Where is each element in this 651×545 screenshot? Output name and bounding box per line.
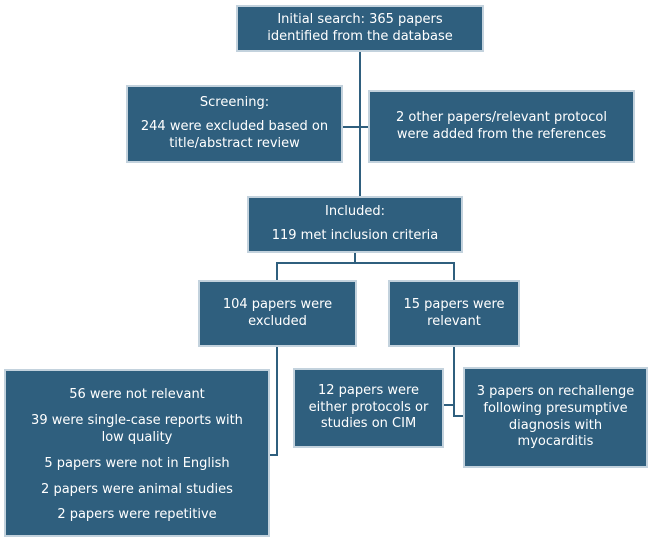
relevant-15-text: 15 papers were relevant: [403, 296, 505, 329]
exclusion-reason: 2 papers were repetitive: [57, 507, 217, 523]
exclusion-reason: 2 papers were animal studies: [41, 481, 233, 497]
connector-branch-horizontal: [276, 262, 455, 264]
exclusion-reason: 5 papers were not in English: [44, 455, 230, 471]
connector-branch-left-stub: [276, 262, 278, 280]
box-screening-excluded: Screening: 244 were excluded based on ti…: [126, 85, 343, 163]
connector-initial-to-included: [359, 52, 361, 196]
box-included: Included: 119 met inclusion criteria: [247, 196, 463, 253]
connector-reasons-foot: [269, 454, 278, 456]
box-added-from-references: 2 other papers/relevant protocol were ad…: [368, 90, 635, 163]
protocols-cim-text: 12 papers were either protocols or studi…: [308, 382, 429, 432]
included-body: 119 met inclusion criteria: [271, 228, 439, 243]
box-exclusion-reasons: 56 were not relevant 39 were single-case…: [4, 369, 270, 537]
excluded-104-text: 104 papers were excluded: [222, 296, 333, 329]
screening-title: Screening:: [199, 95, 270, 111]
connector-relevant-down: [453, 347, 455, 417]
exclusion-reason: 39 were single-case reports with low qua…: [31, 412, 243, 445]
box-protocols-cim-12: 12 papers were either protocols or studi…: [293, 368, 444, 448]
connector-to-cim: [443, 404, 455, 406]
box-initial-search: Initial search: 365 papers identified fr…: [236, 5, 484, 52]
exclusion-reason: 56 were not relevant: [69, 387, 205, 402]
box-rechallenge-3: 3 papers on rechallenge following presum…: [463, 367, 648, 468]
connector-excluded-to-reasons: [276, 347, 278, 456]
screening-body: 244 were excluded based on title/abstrac…: [140, 119, 329, 151]
connector-branch-right-stub: [453, 262, 455, 280]
connector-included-stub: [354, 253, 356, 263]
connector-to-rechallenge: [453, 415, 465, 417]
connector-screening-added-cross: [343, 126, 368, 128]
rechallenge-text: 3 papers on rechallenge following presum…: [476, 383, 635, 450]
included-title: Included:: [325, 204, 385, 220]
box-relevant-15: 15 papers were relevant: [388, 280, 520, 347]
added-from-references-text: 2 other papers/relevant protocol were ad…: [396, 109, 607, 142]
initial-search-text: Initial search: 365 papers identified fr…: [267, 11, 453, 44]
box-excluded-104: 104 papers were excluded: [198, 280, 357, 347]
